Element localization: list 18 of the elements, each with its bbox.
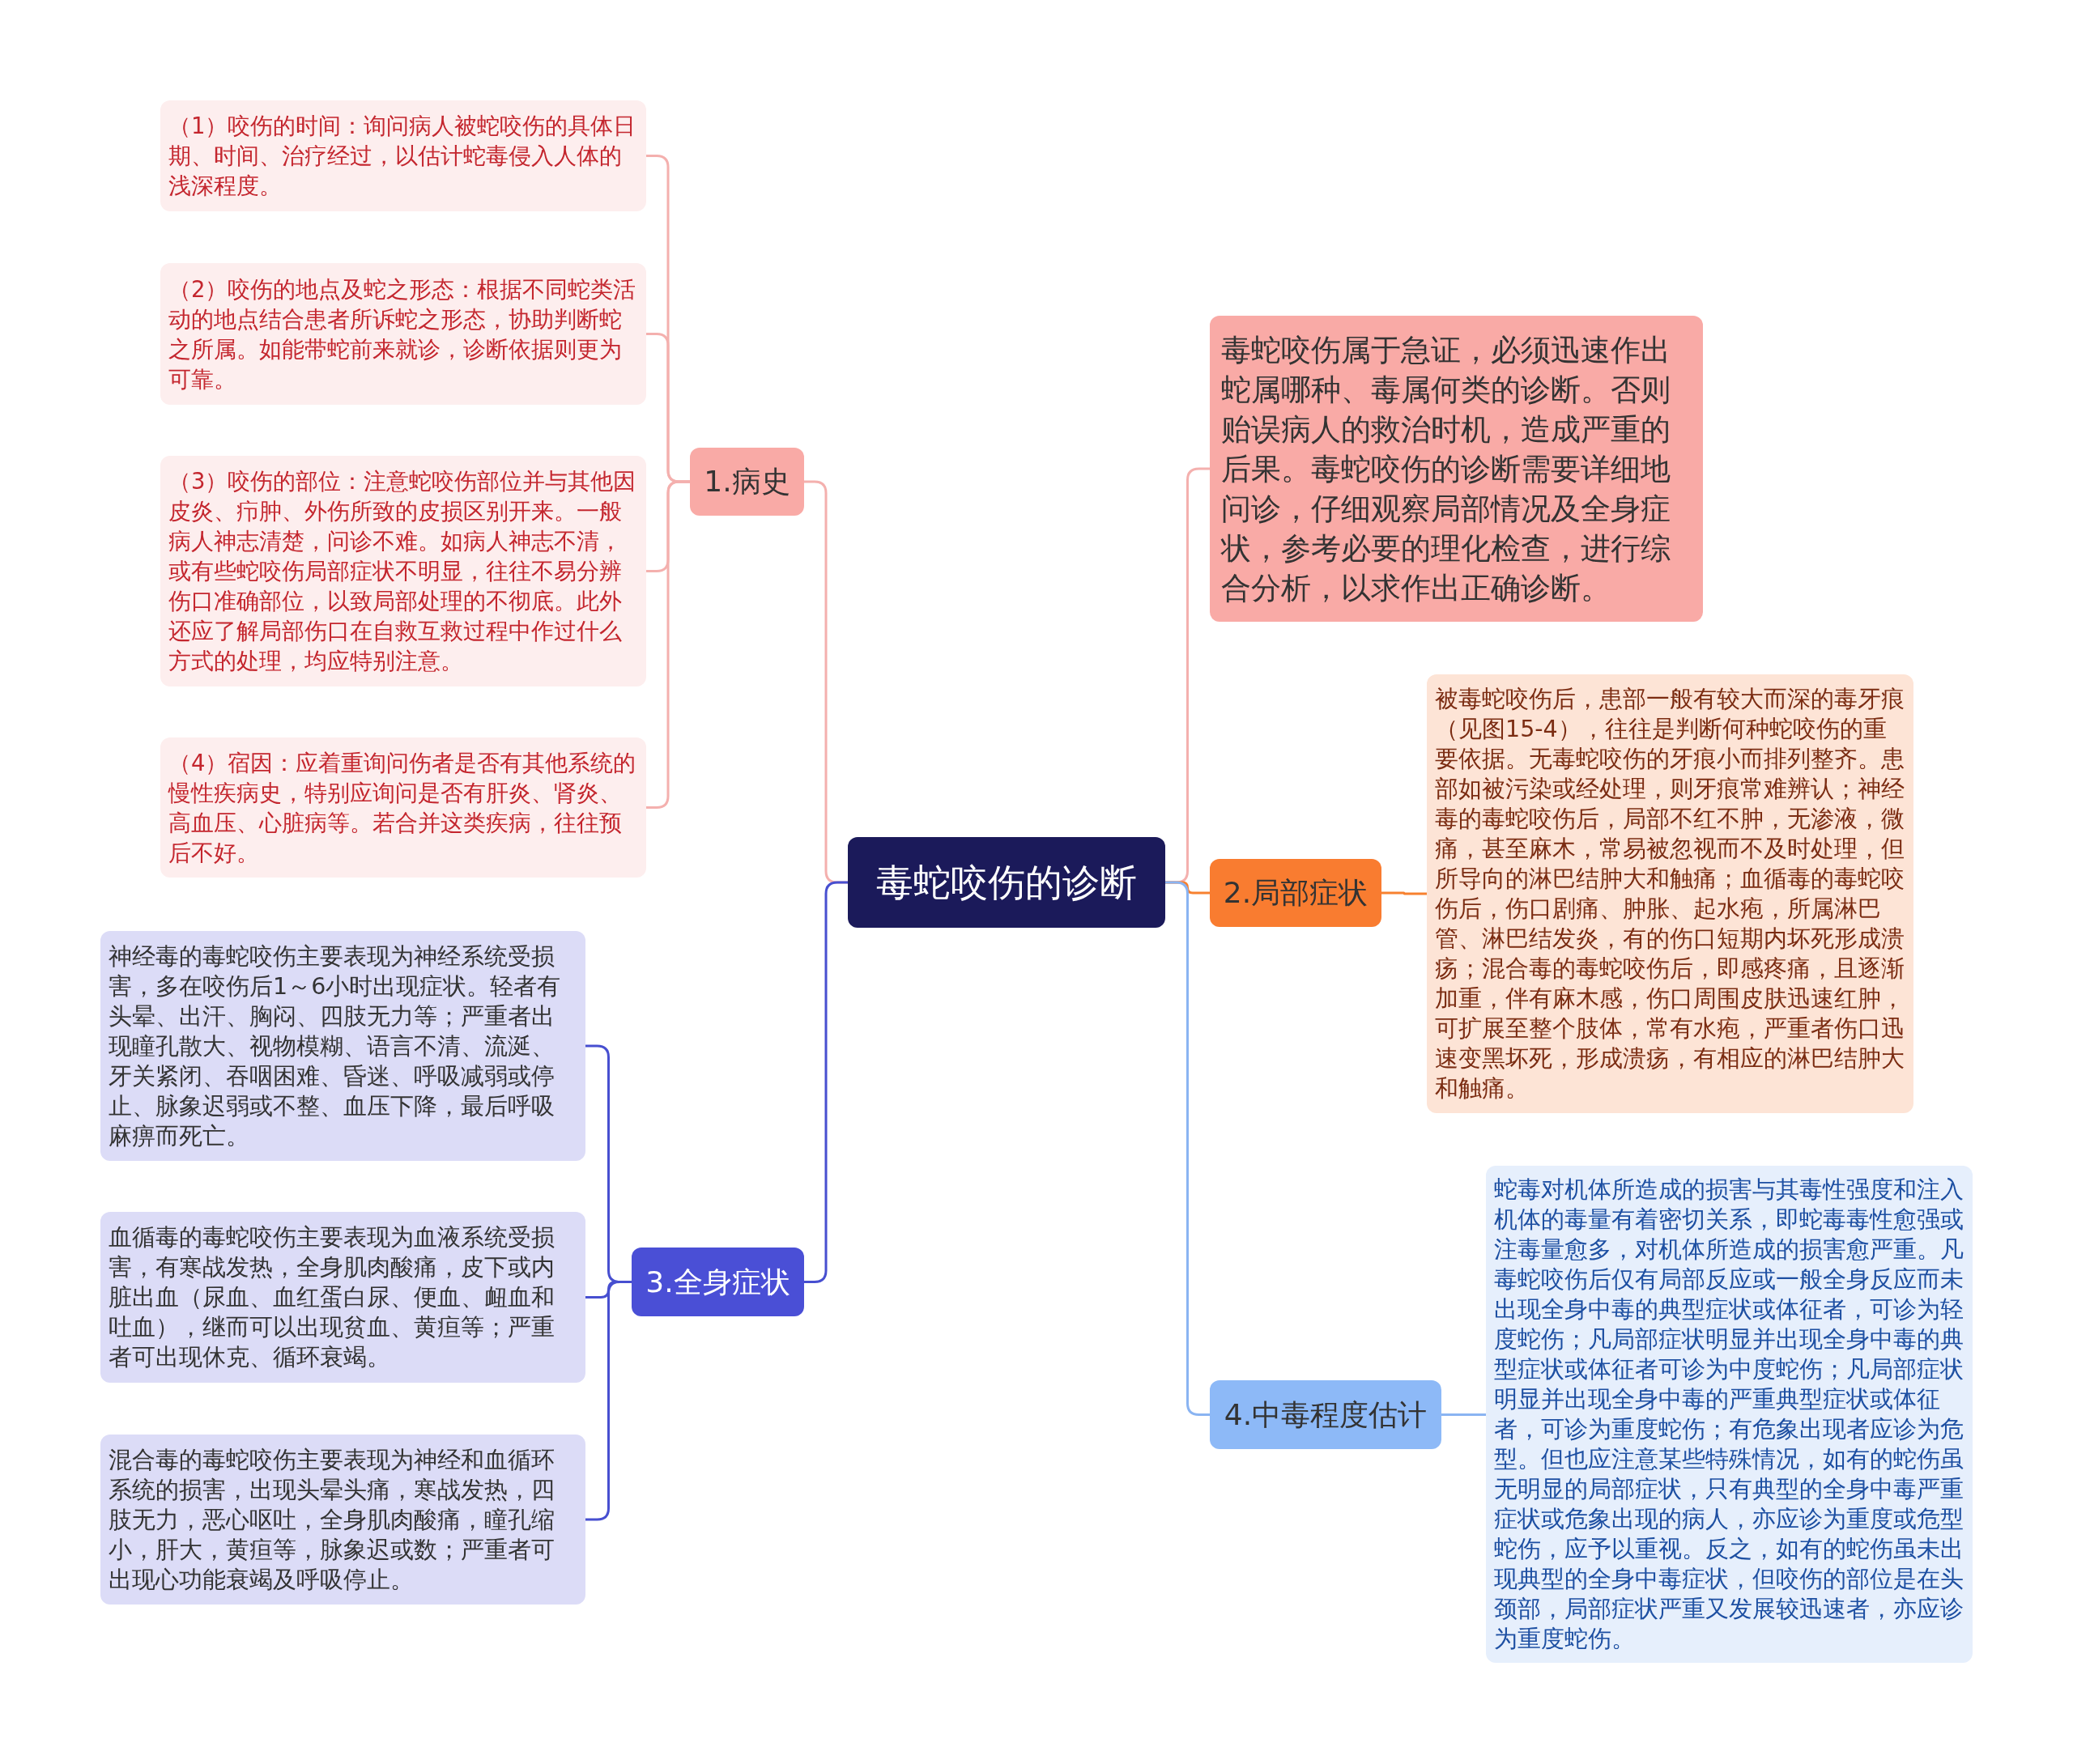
connector-line — [1441, 1413, 1486, 1416]
summary-box: 毒蛇咬伤属于急证，必须迅速作出蛇属哪种、毒属何类的诊断。否则贻误病人的救治时机，造成严重的后果。毒蛇咬伤的诊断需要详细地问诊，仔细观察局部情况及全身症状，参考必要的理化检查，进行综合分析，以求作出正确诊断。 — [1210, 316, 1703, 622]
connector-line — [646, 480, 690, 809]
branch-topic: 2.局部症状 — [1210, 859, 1381, 927]
central-topic: 毒蛇咬伤的诊断 — [848, 837, 1165, 928]
branch-topic: 3.全身症状 — [632, 1248, 804, 1316]
note-box: （1）咬伤的时间：询问病人被蛇咬伤的具体日期、时间、治疗经过，以估计蛇毒侵入人体的浅深程度。 — [160, 100, 646, 211]
branch-topic: 4.中毒程度估计 — [1210, 1380, 1441, 1449]
note-box: 被毒蛇咬伤后，患部一般有较大而深的毒牙痕（见图15-4），往往是判断何种蛇咬伤的重要依据。无毒蛇咬伤的牙痕小而排列整齐。患部如被污染或经处理，则牙痕常难辨认；神经毒的毒蛇咬伤后，局部不红不肿，无渗液，微痛，甚至麻木，常易被忽视而不及时处理，但所导向的淋巴结肿大和触痛；血循毒的毒蛇咬伤后，伤口剧痛、肿胀、起水疱，所属淋巴管、淋巴结发炎，有的伤口短期内坏死形成溃疡；混合毒的毒蛇咬伤后，即感疼痛，且逐渐加重，伴有麻木感，伤口周围皮肤迅速红肿，可扩展至整个肢体，常有水疱，严重者伤口迅速变黑坏死，形成溃疡，有相应的淋巴结肿大和触痛。 — [1427, 674, 1913, 1113]
note-box: 混合毒的毒蛇咬伤主要表现为神经和血循环系统的损害，出现头晕头痛，寒战发热，四肢无力，恶心呕吐，全身肌肉酸痛，瞳孔缩小，肝大，黄疸等，脉象迟或数；严重者可出现心功能衰竭及呼吸停止。 — [100, 1435, 585, 1605]
note-box: 血循毒的毒蛇咬伤主要表现为血液系统受损害，有寒战发热，全身肌肉酸痛，皮下或内脏出血（尿血、血红蛋白尿、便血、衄血和吐血），继而可以出现贫血、黄疸等；严重者可出现休克、循环衰竭。 — [100, 1212, 585, 1383]
note-box: 蛇毒对机体所造成的损害与其毒性强度和注入机体的毒量有着密切关系，即蛇毒毒性愈强或注毒量愈多，对机体所造成的损害愈严重。凡毒蛇咬伤后仅有局部反应或一般全身反应而未出现全身中毒的典型症状或体征者，可诊为轻度蛇伤；凡局部症状明显并出现全身中毒的典型症状或体征者可诊为中度蛇伤；凡局部症状明显并出现全身中毒的严重典型症状或体征者，可诊为重度蛇伤；有危象出现者应诊为危型。但也应注意某些特殊情况，如有的蛇伤虽无明显的局部症状，只有典型的全身中毒严重症状或危象出现的病人，亦应诊为重度或危型蛇伤，应予以重视。反之，如有的蛇伤虽未出现典型的全身中毒症状，但咬伤的部位是在头颈部，局部症状严重又发展较迅速者，亦应诊为重度蛇伤。 — [1486, 1166, 1973, 1663]
note-box: 神经毒的毒蛇咬伤主要表现为神经系统受损害，多在咬伤后1～6小时出现症状。轻者有头晕、出汗、胸闷、四肢无力等；严重者出现瞳孔散大、视物模糊、语言不清、流涎、牙关紧闭、吞咽困难、昏迷、呼吸减弱或停止、脉象迟弱或不整、血压下降，最后呼吸麻痹而死亡。 — [100, 931, 585, 1161]
note-box: （2）咬伤的地点及蛇之形态：根据不同蛇类活动的地点结合患者所诉蛇之形态，协助判断蛇之所属。如能带蛇前来就诊，诊断依据则更为可靠。 — [160, 263, 646, 405]
note-box: （3）咬伤的部位：注意蛇咬伤部位并与其他因皮炎、疖肿、外伤所致的皮损区别开来。一般病人神志清楚，问诊不难。如病人神志不清，或有些蛇咬伤局部症状不明显，往往不易分辨伤口准确部位，以致局部处理的不彻底。此外还应了解局部伤口在自救互救过程中作过什么方式的处理，均应特别注意。 — [160, 456, 646, 686]
branch-topic: 1.病史 — [690, 448, 804, 516]
note-box: （4）宿因：应着重询问伤者是否有其他系统的慢性疾病史，特别应询问是否有肝炎、肾炎、高血压、心脏病等。若合并这类疾病，往往预后不好。 — [160, 737, 646, 878]
connector-line — [1381, 891, 1427, 895]
